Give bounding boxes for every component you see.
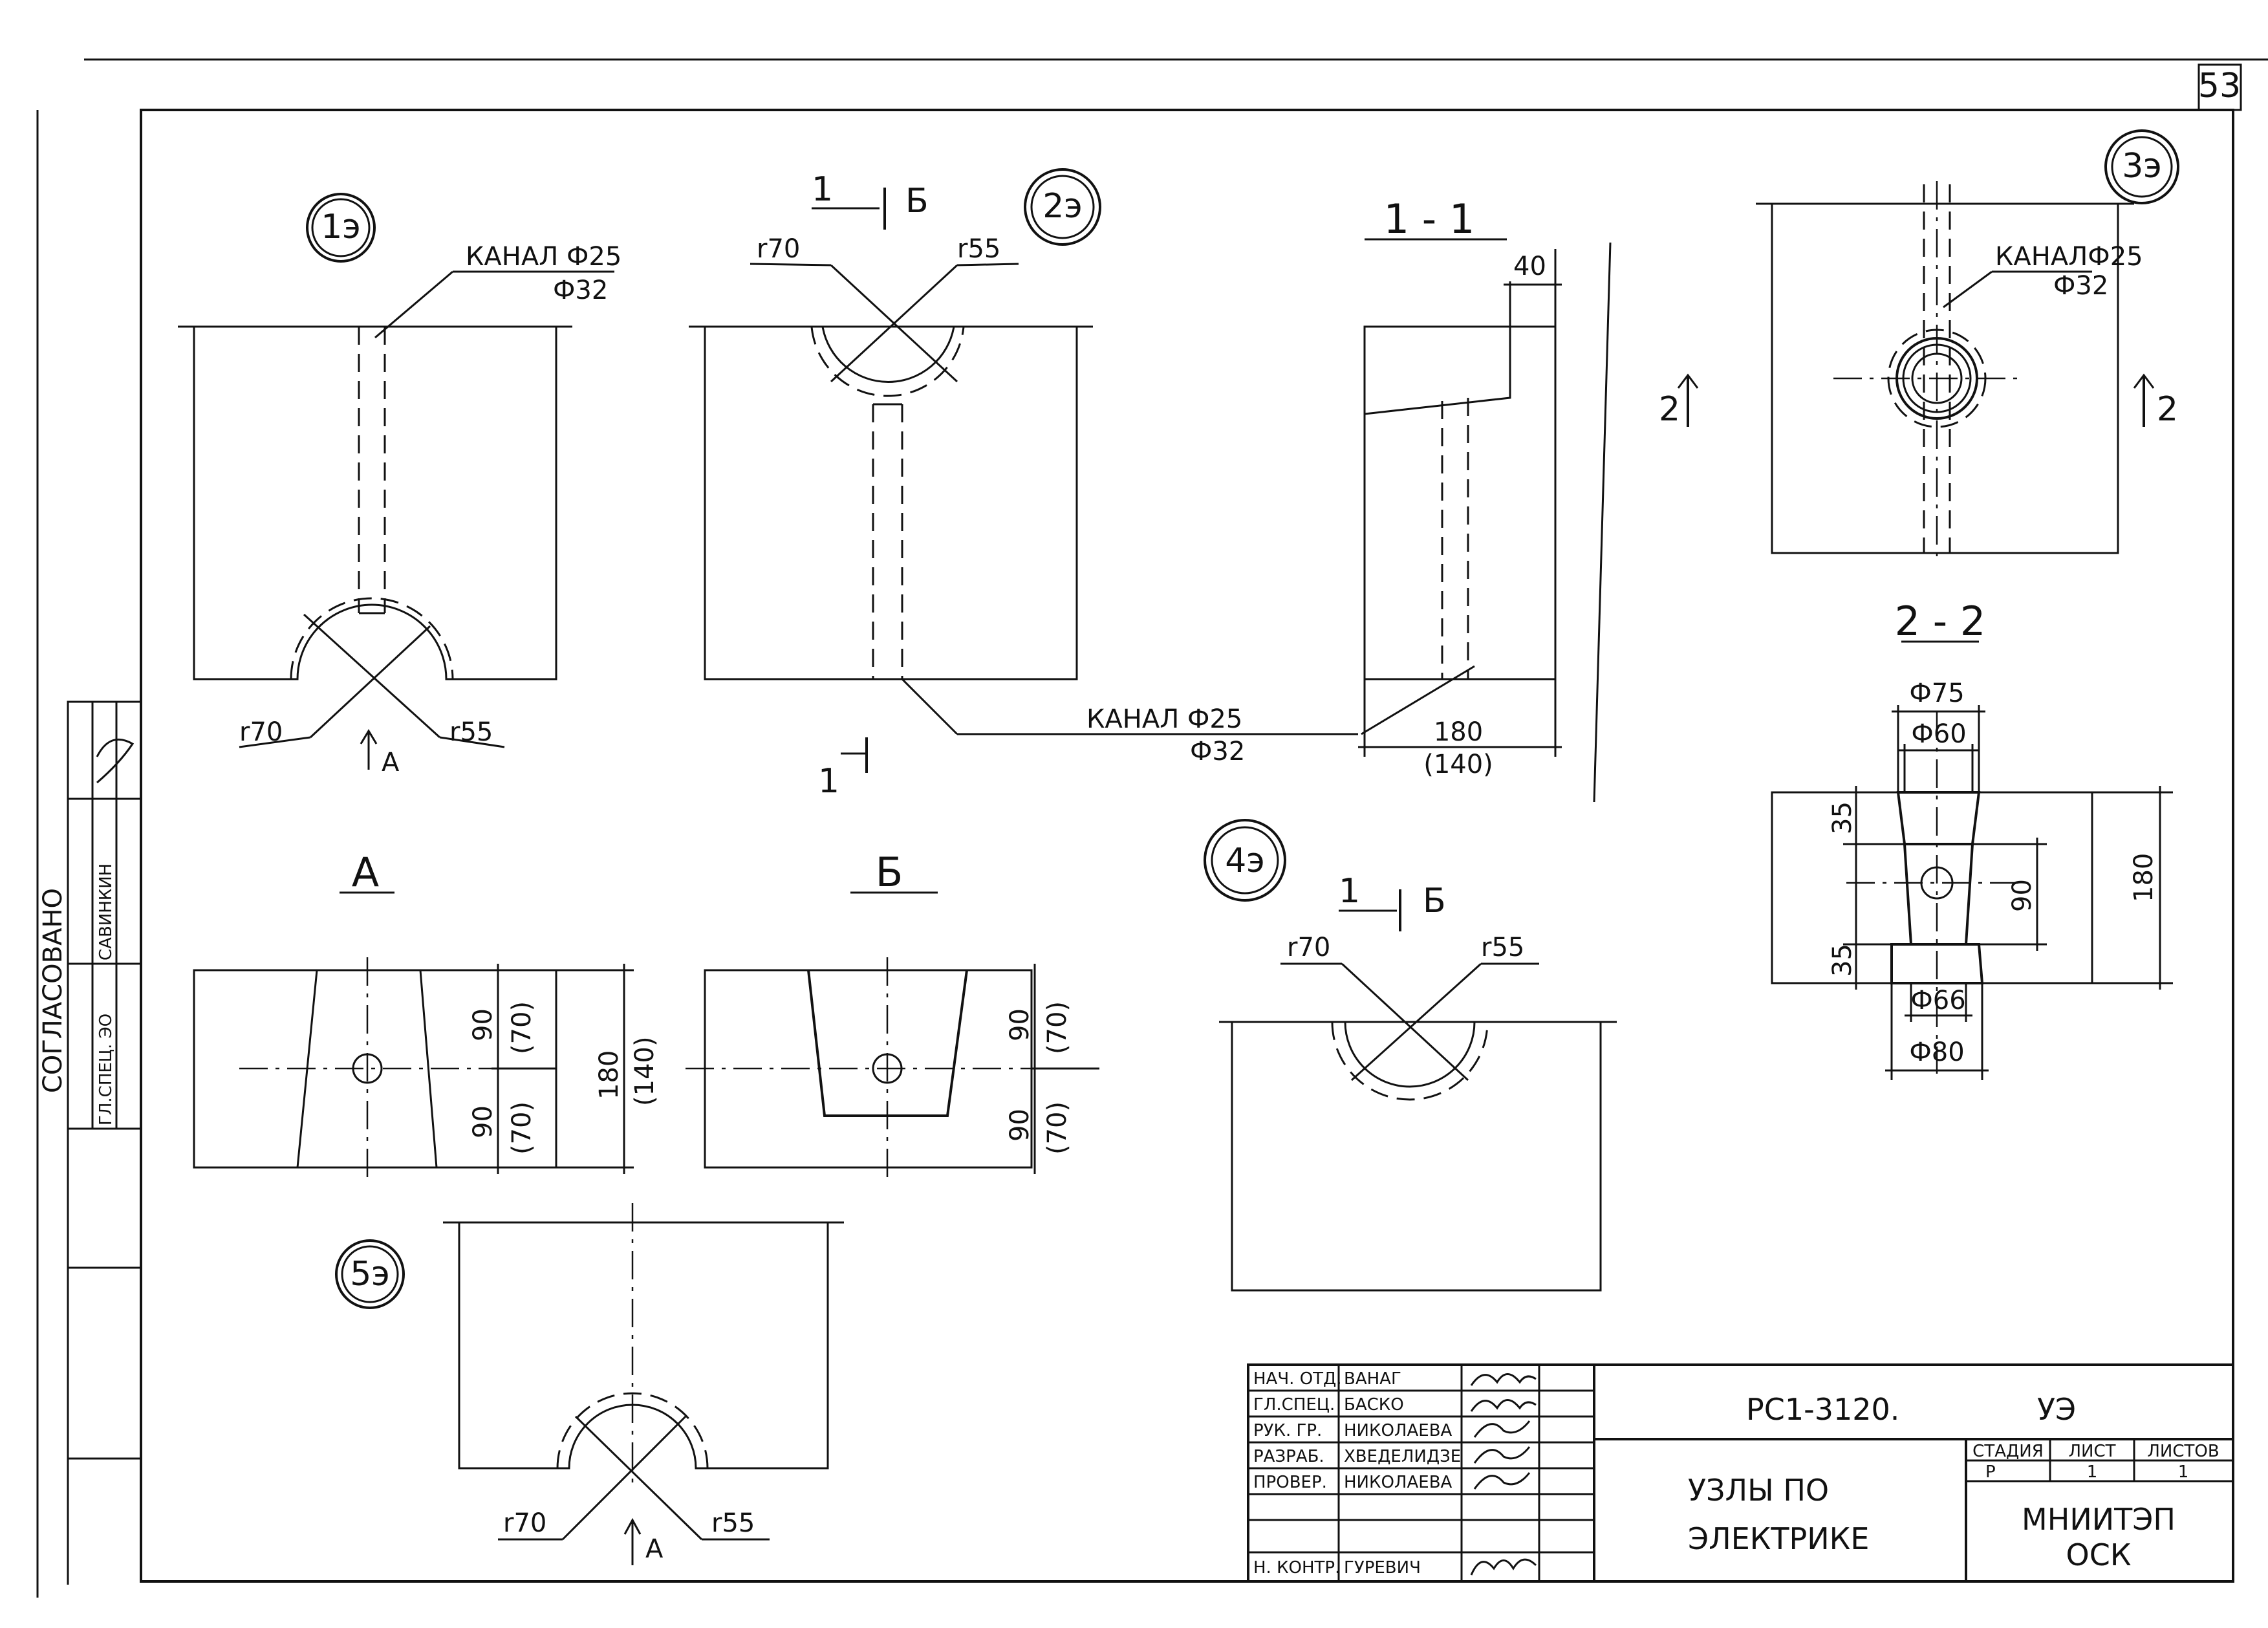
tb-role-0: НАЧ. ОТД. — [1253, 1369, 1342, 1389]
tb-org-2: ОСК — [2066, 1537, 2132, 1572]
view-a: А 90 (70) 90 (70) 180 (140) — [193, 849, 660, 1184]
sheet-frame: 53 — [36, 58, 2268, 1598]
tb-sheets-label: ЛИСТОВ — [2147, 1442, 2219, 1461]
tb-signatures — [1470, 1373, 1537, 1576]
node-2e-cut-letter: Б — [905, 182, 929, 221]
node-4e-r55: r55 — [1481, 933, 1524, 962]
node-3e-channel2: Ф32 — [2053, 271, 2108, 301]
node-4e-cut-num: 1 — [1339, 872, 1360, 911]
node-2e-channel: КАНАЛ Ф25 — [1086, 704, 1242, 734]
section-2-2-d60: Ф60 — [1911, 719, 1966, 749]
view-b: Б 90 (70) 90 (70) — [686, 849, 1099, 1184]
side-stamp: СОГЛАСОВАНО ГЛ.СПЕЦ. ЭО САВИНКИН — [38, 700, 142, 1585]
node-1e-channel: КАНАЛ Ф25 — [466, 242, 621, 272]
tb-name-2: НИКОЛАЕВА — [1344, 1421, 1453, 1440]
view-a-d70b: (70) — [507, 1102, 537, 1155]
tb-name-3: ХВЕДЕЛИДЗЕ — [1344, 1447, 1461, 1466]
section-1-1-dim-140: (140) — [1423, 750, 1493, 779]
view-a-title: А — [352, 849, 379, 896]
view-a-d90b: 90 — [468, 1105, 498, 1138]
section-2-2-h35b: 35 — [1828, 944, 1857, 977]
tb-code: РС1-3120. — [1746, 1392, 1899, 1427]
node-4e-r70: r70 — [1287, 933, 1330, 962]
tb-sheets: 1 — [2178, 1462, 2189, 1482]
tb-role-2: РУК. ГР. — [1253, 1421, 1322, 1440]
node-5e-tag: 5э — [350, 1255, 390, 1294]
view-a-d140: (140) — [630, 1036, 660, 1106]
tb-title-2: ЭЛЕКТРИКЕ — [1688, 1521, 1869, 1556]
section-1-1-title: 1 - 1 — [1384, 195, 1475, 243]
tb-section: УЭ — [2037, 1392, 2076, 1427]
view-b-d70b: (70) — [1042, 1102, 1072, 1155]
tb-name-4: НИКОЛАЕВА — [1344, 1473, 1453, 1492]
tb-title-1: УЗЛЫ ПО — [1688, 1473, 1829, 1508]
view-a-d90a: 90 — [468, 1008, 498, 1041]
node-1e-r70: r70 — [239, 717, 283, 747]
node-1e-r55: r55 — [449, 717, 493, 747]
section-1-1-dim-180: 180 — [1434, 717, 1483, 747]
node-3e-mark-left: 2 — [1659, 390, 1680, 429]
tb-org-1: МНИИТЭП — [2022, 1502, 2176, 1537]
node-3e: 3э КАНАЛФ25 Ф32 2 2 — [1659, 129, 2179, 556]
node-2e-cut-num: 1 — [812, 170, 833, 209]
section-2-2-d80: Ф80 — [1909, 1037, 1964, 1067]
node-2e: 2э 1 Б r70 r55 КАНАЛ Ф25 Ф32 1 — [689, 168, 1358, 801]
page-number: 53 — [2198, 67, 2241, 105]
tb-role-4: ПРОВЕР. — [1253, 1473, 1327, 1492]
section-1-1-dim-40: 40 — [1513, 252, 1546, 281]
view-b-title: Б — [876, 849, 903, 896]
node-2e-r55: r55 — [957, 234, 1000, 264]
node-5e-r70: r70 — [503, 1508, 546, 1538]
node-3e-mark-right: 2 — [2157, 390, 2178, 429]
node-2e-tag: 2э — [1042, 187, 1083, 226]
view-a-d180: 180 — [594, 1050, 624, 1100]
node-4e-tag: 4э — [1225, 841, 1265, 880]
section-2-2-d75: Ф75 — [1909, 678, 1964, 708]
view-b-d70a: (70) — [1042, 1001, 1072, 1054]
node-4e-cut-letter: Б — [1423, 882, 1446, 920]
node-2e-channel2: Ф32 — [1190, 737, 1245, 766]
section-2-2-d66: Ф66 — [1910, 986, 1965, 1015]
section-2-2: 2 - 2 Ф75 Ф60 Ф66 Ф80 35 35 90 — [1771, 598, 2173, 1080]
tb-name-1: БАСКО — [1344, 1395, 1404, 1415]
node-1e-channel2: Ф32 — [553, 276, 608, 305]
view-b-d90a: 90 — [1005, 1008, 1035, 1041]
stamp-heading: СОГЛАСОВАНО — [38, 888, 68, 1093]
tb-stage-label: СТАДИЯ — [1972, 1442, 2044, 1461]
node-2e-bottom-mark: 1 — [818, 762, 839, 801]
node-2e-r70: r70 — [757, 234, 800, 264]
section-2-2-h90: 90 — [2007, 879, 2037, 912]
node-5e-view-mark: А — [645, 1534, 664, 1564]
node-3e-tag: 3э — [2122, 147, 2162, 186]
tb-name-6: ГУРЕВИЧ — [1344, 1558, 1421, 1578]
tb-role-1: ГЛ.СПЕЦ. — [1253, 1395, 1335, 1415]
tb-name-0: ВАНАГ — [1344, 1369, 1401, 1389]
tb-role-3: РАЗРАБ. — [1253, 1447, 1324, 1466]
node-5e-r55: r55 — [711, 1508, 755, 1538]
section-1-1: 1 - 1 40 180 (140) — [1358, 195, 1612, 803]
node-1e: 1э КАНАЛ Ф25 Ф32 r70 r55 А — [178, 193, 621, 777]
stamp-role: ГЛ.СПЕЦ. ЭО — [96, 1014, 116, 1125]
tb-stage: Р — [1985, 1462, 1996, 1482]
section-2-2-h35a: 35 — [1828, 801, 1857, 834]
node-5e: 5э r70 r55 А — [335, 1203, 844, 1565]
node-3e-channel: КАНАЛФ25 — [1995, 242, 2143, 272]
stamp-signature — [96, 738, 135, 784]
stamp-name: САВИНКИН — [96, 863, 116, 961]
title-block: НАЧ. ОТД. ВАНАГ ГЛ.СПЕЦ. БАСКО РУК. ГР. … — [1247, 1363, 2234, 1583]
node-1e-view-mark: А — [382, 748, 400, 777]
section-2-2-h180: 180 — [2129, 853, 2159, 902]
view-a-d70a: (70) — [507, 1001, 537, 1054]
node-4e: 4э 1 Б r70 r55 — [1204, 819, 1617, 1292]
tb-sheet: 1 — [2087, 1462, 2098, 1482]
tb-role-6: Н. КОНТР. — [1253, 1558, 1340, 1578]
section-2-2-title: 2 - 2 — [1895, 598, 1986, 645]
node-1e-tag: 1э — [321, 208, 361, 246]
tb-sheet-label: ЛИСТ — [2068, 1442, 2115, 1461]
view-b-d90b: 90 — [1005, 1109, 1035, 1142]
